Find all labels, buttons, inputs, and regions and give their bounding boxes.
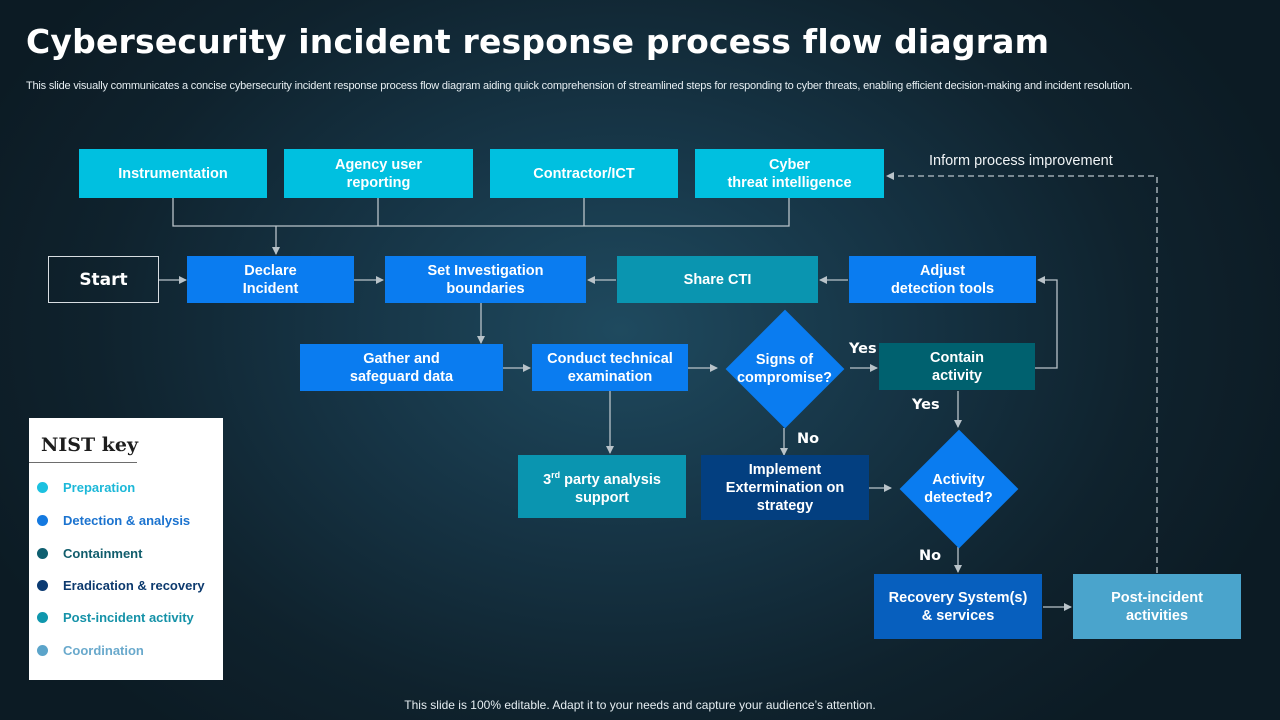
page-subtitle: This slide visually communicates a conci… [26, 80, 1133, 92]
legend-label: Coordination [63, 643, 144, 658]
legend-label: Eradication & recovery [63, 578, 205, 593]
box-gather-safeguard-data[interactable]: Gather and safeguard data [300, 344, 503, 391]
label-inform-process-improvement: Inform process improvement [929, 153, 1113, 169]
nist-key-legend: NIST key Preparation Detection & analysi… [29, 418, 223, 680]
connector-instrumentation [172, 198, 790, 227]
legend-label: Detection & analysis [63, 513, 191, 528]
legend-item: Preparation [37, 480, 135, 495]
legend-item: Coordination [37, 643, 144, 658]
decision-label: Activity detected? [924, 471, 993, 506]
box-agency-user-reporting[interactable]: Agency user reporting [284, 149, 473, 198]
legend-item: Containment [37, 546, 142, 561]
box-recovery-systems-services[interactable]: Recovery System(s) & services [874, 574, 1042, 639]
box-set-investigation-boundaries[interactable]: Set Investigation boundaries [385, 256, 586, 303]
decision-activity-detected[interactable]: Activity detected? [893, 429, 1024, 548]
legend-item: Post-incident activity [37, 610, 194, 625]
label-no-signs: No [797, 431, 820, 447]
legend-dot [37, 612, 48, 623]
box-cyber-threat-intelligence[interactable]: Cyber threat intelligence [695, 149, 884, 198]
box-conduct-technical-examination[interactable]: Conduct technical examination [532, 344, 688, 391]
legend-label: Containment [63, 546, 143, 561]
nist-key-title: NIST key [41, 434, 139, 456]
legend-dot [37, 515, 48, 526]
box-share-cti[interactable]: Share CTI [617, 256, 818, 303]
legend-dot [37, 482, 48, 493]
third-party-number: 3 [543, 471, 552, 488]
label-yes-signs: Yes [849, 341, 877, 357]
legend-dot [37, 548, 48, 559]
box-instrumentation[interactable]: Instrumentation [79, 149, 267, 198]
box-post-incident-activities[interactable]: Post-incident activities [1073, 574, 1241, 639]
decision-signs-of-compromise[interactable]: Signs of compromise? [719, 309, 850, 428]
box-start[interactable]: Start [48, 256, 159, 303]
arrow-contain-adjust [1035, 276, 1058, 369]
footer-note: This slide is 100% editable. Adapt it to… [404, 698, 876, 712]
label-no-activity: No [919, 548, 942, 564]
legend-label: Post-incident activity [63, 610, 194, 625]
page-title: Cybersecurity incident response process … [26, 22, 1050, 61]
legend-label: Preparation [63, 480, 136, 495]
label-yes-contain: Yes [912, 397, 940, 413]
nist-key-underline [29, 462, 137, 463]
box-third-party-analysis-support[interactable]: 3rd party analysis support [518, 455, 686, 518]
legend-dot [37, 645, 48, 656]
box-contractor-ict[interactable]: Contractor/ICT [490, 149, 678, 198]
box-adjust-detection-tools[interactable]: Adjust detection tools [849, 256, 1036, 303]
box-implement-extermination[interactable]: Implement Extermination on strategy [701, 455, 869, 520]
third-party-text: 3rd party analysis support [543, 466, 661, 507]
legend-item: Detection & analysis [37, 513, 190, 528]
box-declare-incident[interactable]: Declare Incident [187, 256, 354, 303]
third-party-label: party analysis support [564, 471, 661, 506]
legend-item: Eradication & recovery [37, 578, 205, 593]
third-party-suffix: rd [551, 470, 561, 481]
legend-dot [37, 580, 48, 591]
decision-label: Signs of compromise? [736, 351, 833, 386]
box-contain-activity[interactable]: Contain activity [879, 343, 1035, 390]
